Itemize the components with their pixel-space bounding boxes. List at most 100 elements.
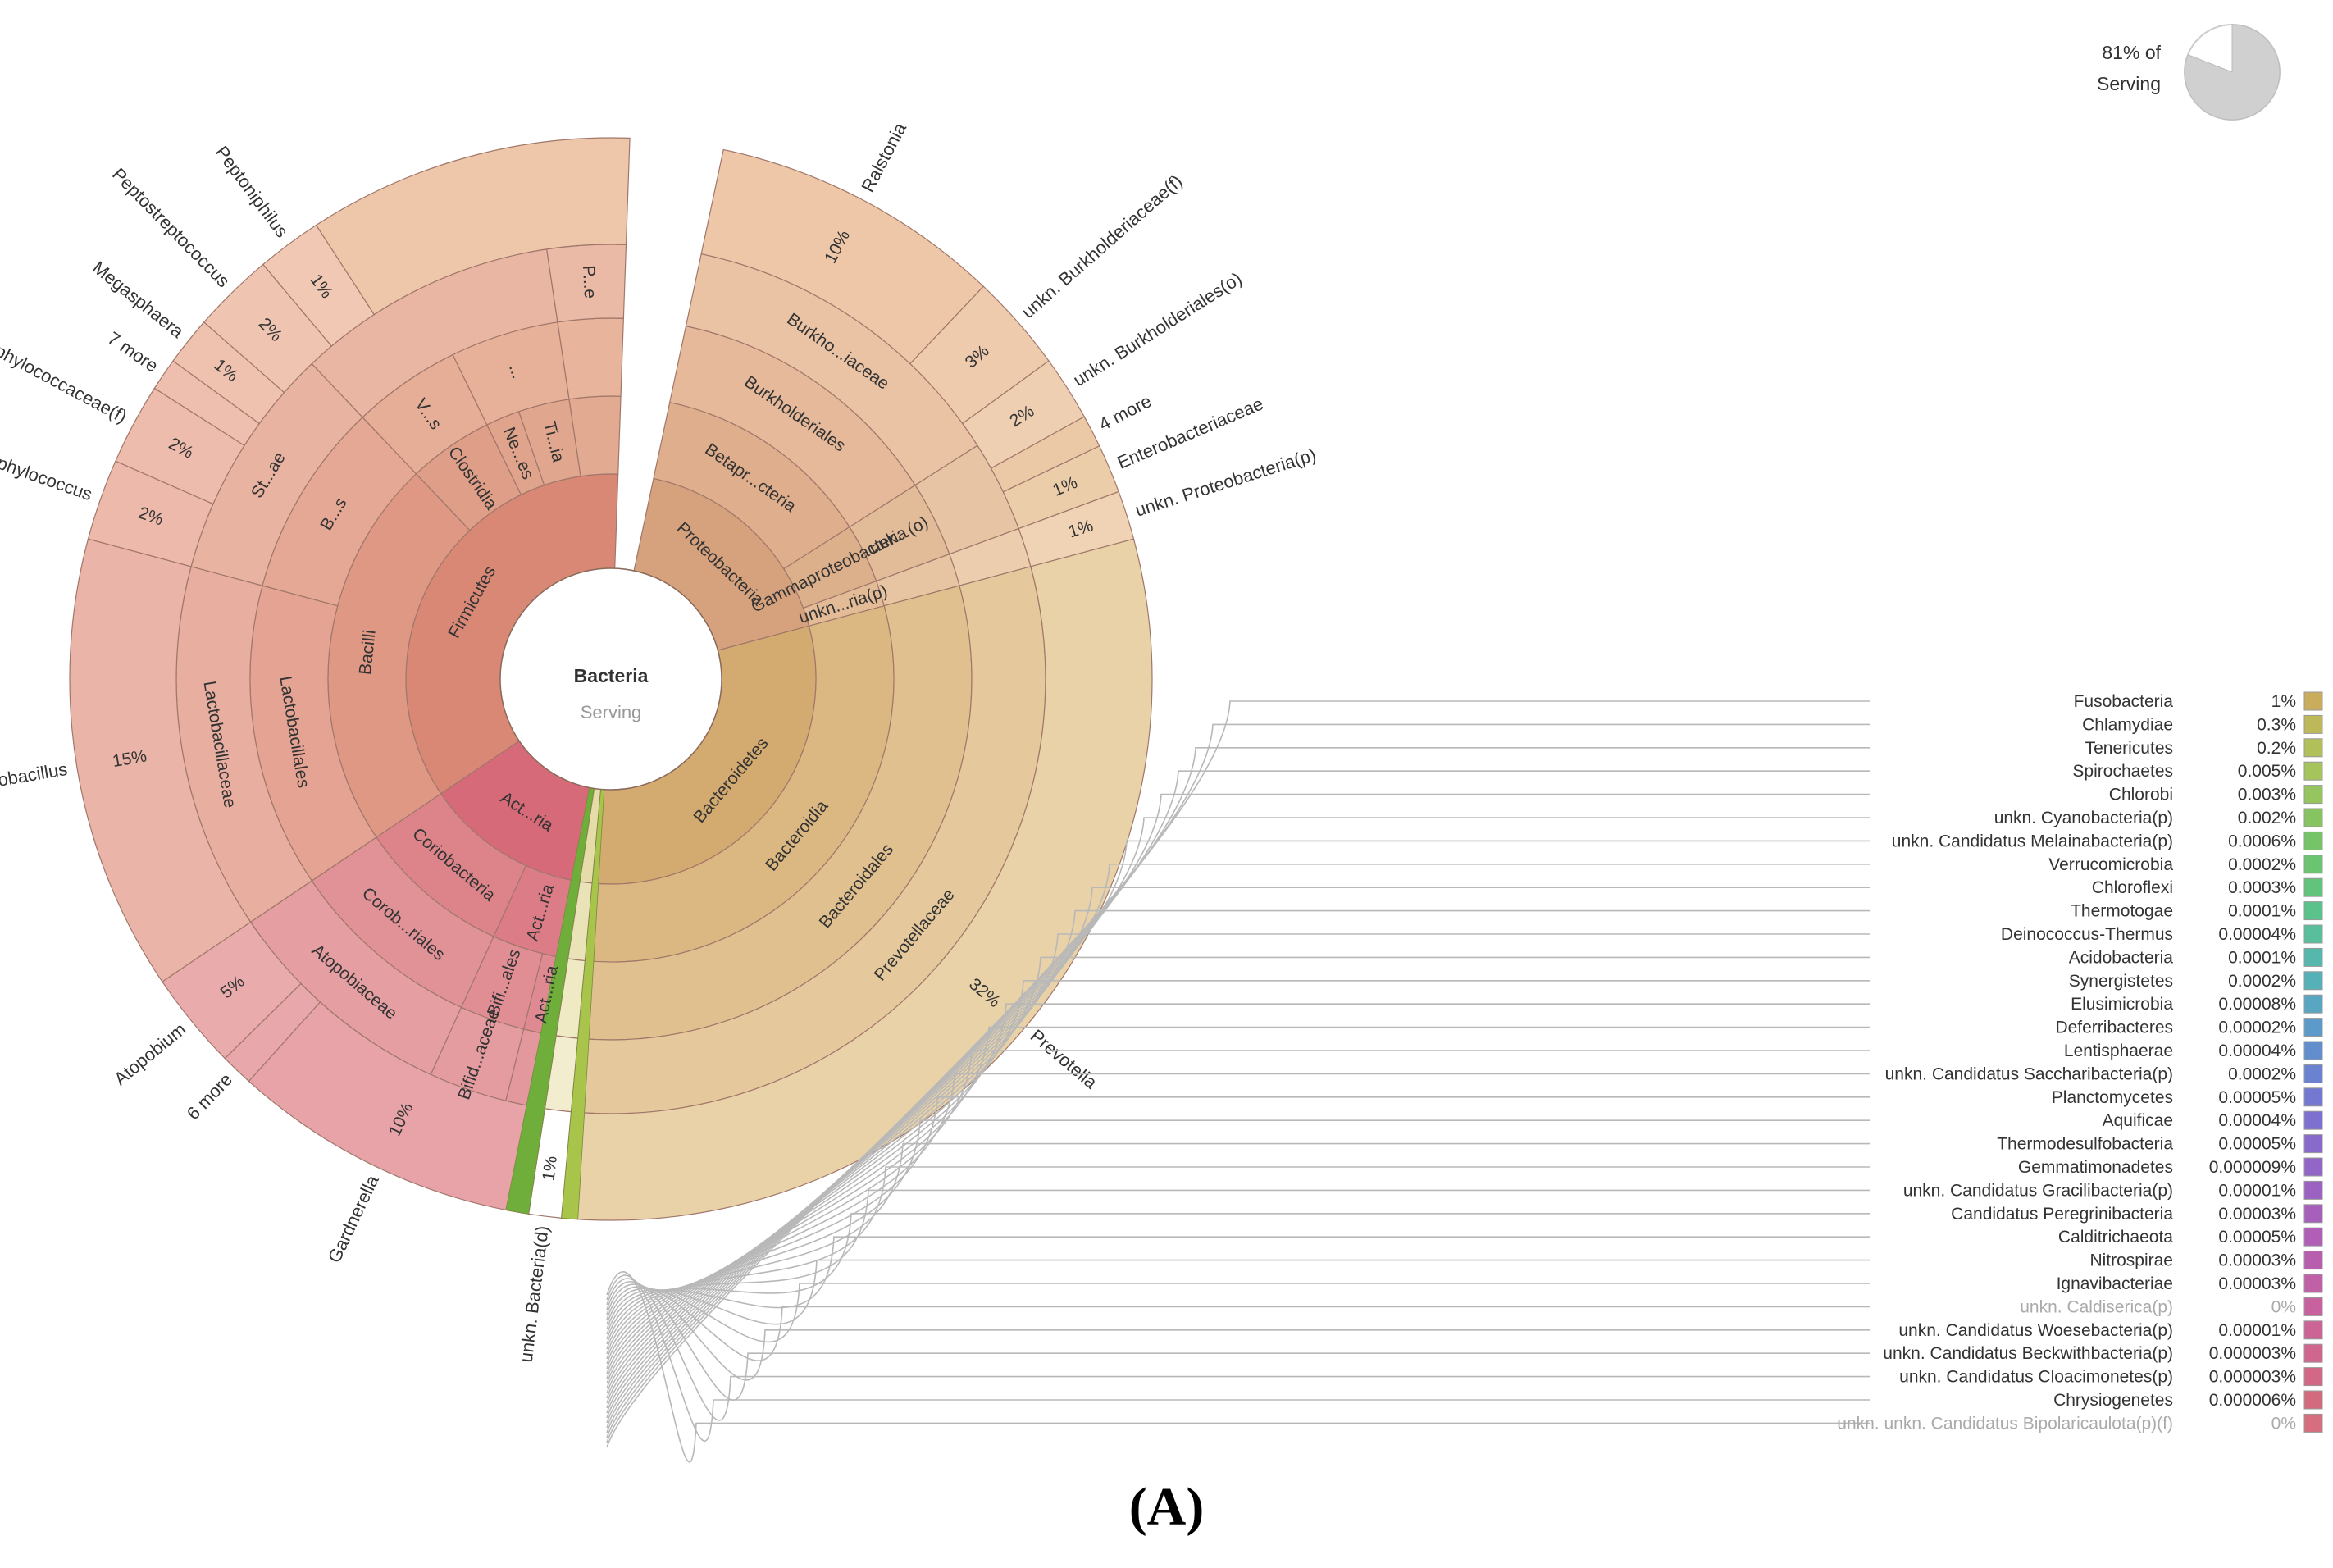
legend-name-acidobacteria: Acidobacteria xyxy=(2069,948,2174,967)
connector-chloroflexi xyxy=(606,887,1870,1409)
connector-ignavibacteriae xyxy=(606,1283,1870,1343)
legend-name-unkn-candidatus-saccharibacteria-p: unkn. Candidatus Saccharibacteria(p) xyxy=(1885,1064,2173,1083)
legend-swatch-chloroflexi[interactable] xyxy=(2303,877,2323,897)
legend-name-chrysiogenetes: Chrysiogenetes xyxy=(2053,1391,2173,1410)
legend-swatch-deferribacteres[interactable] xyxy=(2303,1018,2323,1037)
sunburst-rings xyxy=(69,137,1153,1221)
connector-thermodesulfobacteria xyxy=(606,1142,1870,1355)
genus-label-gardnerella: Gardnerella xyxy=(324,1171,383,1265)
legend-swatch-unkn-candidatus-melainabacteria-p[interactable] xyxy=(2303,831,2323,850)
connector-chlorobi xyxy=(606,793,1870,1429)
genus-label-4-more: 4 more xyxy=(1096,390,1155,435)
legend-swatch-acidobacteria[interactable] xyxy=(2303,947,2323,967)
legend-swatch-unkn-candidatus-beckwithbacteria-p[interactable] xyxy=(2303,1343,2323,1363)
legend-swatch-unkn-unkn-candidatus-bipolaricaulota-p-f[interactable] xyxy=(2303,1413,2323,1433)
legend-name-ignavibacteriae: Ignavibacteriae xyxy=(2057,1274,2173,1293)
legend-swatch-unkn-caldiserica-p[interactable] xyxy=(2303,1297,2323,1316)
legend-swatch-ignavibacteriae[interactable] xyxy=(2303,1274,2323,1293)
genus-label-staphylococcus: Staphylococcus xyxy=(0,444,95,505)
legend-name-planctomycetes: Planctomycetes xyxy=(2052,1088,2173,1107)
legend-name-unkn-candidatus-cloacimonetes-p: unkn. Candidatus Cloacimonetes(p) xyxy=(1899,1368,2173,1387)
genus-label-lactobacillus: Lactobacillus xyxy=(0,759,69,796)
legend-name-elusimicrobia: Elusimicrobia xyxy=(2071,995,2173,1014)
legend-value-planctomycetes: 0.00005% xyxy=(2218,1088,2296,1107)
legend-swatch-aquificae[interactable] xyxy=(2303,1110,2323,1130)
connector-unkn-candidatus-gracilibacteria-p xyxy=(606,1189,1870,1345)
legend-swatch-thermodesulfobacteria[interactable] xyxy=(2303,1134,2323,1154)
legend-name-lentisphaerae: Lentisphaerae xyxy=(2064,1042,2173,1060)
legend-value-verrucomicrobia: 0.0002% xyxy=(2228,855,2296,874)
legend-value-aquificae: 0.00004% xyxy=(2218,1111,2296,1130)
legend-swatch-unkn-candidatus-cloacimonetes-p[interactable] xyxy=(2303,1367,2323,1387)
legend-swatch-deinococcus-thermus[interactable] xyxy=(2303,924,2323,944)
connector-spirochaetes xyxy=(606,770,1870,1434)
legend-value-fusobacteria: 1% xyxy=(2271,692,2296,711)
connector-unkn-unkn-candidatus-bipolaricaulota-p-f xyxy=(606,1271,1870,1463)
legend-value-unkn-candidatus-cloacimonetes-p: 0.000003% xyxy=(2209,1368,2296,1387)
legend-swatch-gemmatimonadetes[interactable] xyxy=(2303,1157,2323,1177)
legend-swatch-nitrospirae[interactable] xyxy=(2303,1251,2323,1270)
legend-name-chlorobi: Chlorobi xyxy=(2109,786,2173,805)
legend-value-unkn-candidatus-melainabacteria-p: 0.0006% xyxy=(2228,832,2296,850)
legend-swatch-thermotogae[interactable] xyxy=(2303,901,2323,921)
connector-deferribacteres xyxy=(606,1026,1870,1379)
legend-swatch-elusimicrobia[interactable] xyxy=(2303,994,2323,1014)
legend-value-thermotogae: 0.0001% xyxy=(2228,902,2296,921)
legend-swatch-chlorobi[interactable] xyxy=(2303,785,2323,805)
legend-value-thermodesulfobacteria: 0.00005% xyxy=(2218,1135,2296,1154)
legend-name-calditrichaeota: Calditrichaeota xyxy=(2058,1228,2173,1247)
legend-swatch-lentisphaerae[interactable] xyxy=(2303,1041,2323,1060)
legend-value-unkn-cyanobacteria-p: 0.002% xyxy=(2238,809,2296,827)
legend-swatch-unkn-cyanobacteria-p[interactable] xyxy=(2303,808,2323,827)
legend-swatch-verrucomicrobia[interactable] xyxy=(2303,855,2323,874)
connector-planctomycetes xyxy=(606,1096,1870,1365)
legend-swatch-unkn-candidatus-woesebacteria-p[interactable] xyxy=(2303,1320,2323,1340)
legend-name-candidatus-peregrinibacteria: Candidatus Peregrinibacteria xyxy=(1951,1205,2173,1224)
legend-swatch-calditrichaeota[interactable] xyxy=(2303,1227,2323,1247)
legend-value-deinococcus-thermus: 0.00004% xyxy=(2218,925,2296,944)
genus-label-unkn-burkholderiales-o: unkn. Burkholderiales(o) xyxy=(1069,268,1246,390)
legend-swatch-unkn-candidatus-saccharibacteria-p[interactable] xyxy=(2303,1064,2323,1083)
legend-name-unkn-candidatus-gracilibacteria-p: unkn. Candidatus Gracilibacteria(p) xyxy=(1903,1181,2173,1200)
segment-order-other-firmicutes-o-12[interactable] xyxy=(557,317,624,400)
center-subtitle: Serving xyxy=(581,702,642,722)
legend-swatch-candidatus-peregrinibacteria[interactable] xyxy=(2303,1204,2323,1224)
legend-swatch-planctomycetes[interactable] xyxy=(2303,1087,2323,1107)
summary-pie: 81% of Serving xyxy=(2097,24,2281,121)
legend-name-aquificae: Aquificae xyxy=(2103,1111,2173,1130)
connector-unkn-candidatus-woesebacteria-p xyxy=(606,1283,1870,1381)
connector-acidobacteria xyxy=(606,956,1870,1394)
summary-pie-line1: 81% of xyxy=(2102,42,2161,63)
legend-swatch-spirochaetes[interactable] xyxy=(2303,761,2323,781)
connector-unkn-candidatus-cloacimonetes-p xyxy=(606,1278,1870,1421)
genus-label-unkn-staphylococcaceae-f: unkn. Staphylococcaceae(f) xyxy=(0,304,130,427)
genus-value-unkn-bacteria-d: 1% xyxy=(539,1155,561,1182)
genus-label-atopobium: Atopobium xyxy=(110,1019,189,1089)
summary-pie-slice xyxy=(2184,24,2281,121)
legend-value-spirochaetes: 0.005% xyxy=(2238,762,2296,781)
center-hole[interactable] xyxy=(499,567,722,791)
legend-swatch-chrysiogenetes[interactable] xyxy=(2303,1390,2323,1410)
legend-value-unkn-candidatus-beckwithbacteria-p: 0.000003% xyxy=(2209,1344,2296,1363)
legend-name-unkn-unkn-candidatus-bipolaricaulota-p-f: unkn. unkn. Candidatus Bipolaricaulota(p… xyxy=(1837,1414,2173,1433)
legend-value-nitrospirae: 0.00003% xyxy=(2218,1251,2296,1270)
connector-aquificae xyxy=(606,1119,1870,1360)
legend-name-gemmatimonadetes: Gemmatimonadetes xyxy=(2018,1158,2173,1177)
legend-swatch-tenericutes[interactable] xyxy=(2303,738,2323,758)
connector-gemmatimonadetes xyxy=(606,1166,1870,1350)
genus-label-unkn-bacteria-d: unkn. Bacteria(d) xyxy=(516,1224,553,1363)
connector-elusimicrobia xyxy=(606,1003,1870,1384)
segment-genus-other-genera-18[interactable] xyxy=(315,137,631,316)
legend-swatch-chlamydiae[interactable] xyxy=(2303,714,2323,734)
legend-value-chlorobi: 0.003% xyxy=(2238,786,2296,805)
legend-value-unkn-candidatus-woesebacteria-p: 0.00001% xyxy=(2218,1321,2296,1340)
genus-label-prevotella: Prevotella xyxy=(1027,1025,1102,1093)
legend-swatch-fusobacteria[interactable] xyxy=(2303,691,2323,711)
legend-value-chloroflexi: 0.0003% xyxy=(2228,878,2296,897)
legend-swatch-unkn-candidatus-gracilibacteria-p[interactable] xyxy=(2303,1180,2323,1200)
legend-swatch-synergistetes[interactable] xyxy=(2303,971,2323,991)
legend-value-unkn-candidatus-gracilibacteria-p: 0.00001% xyxy=(2218,1181,2296,1200)
connector-unkn-candidatus-saccharibacteria-p xyxy=(606,1073,1870,1370)
legend-name-deferribacteres: Deferribacteres xyxy=(2055,1019,2173,1037)
